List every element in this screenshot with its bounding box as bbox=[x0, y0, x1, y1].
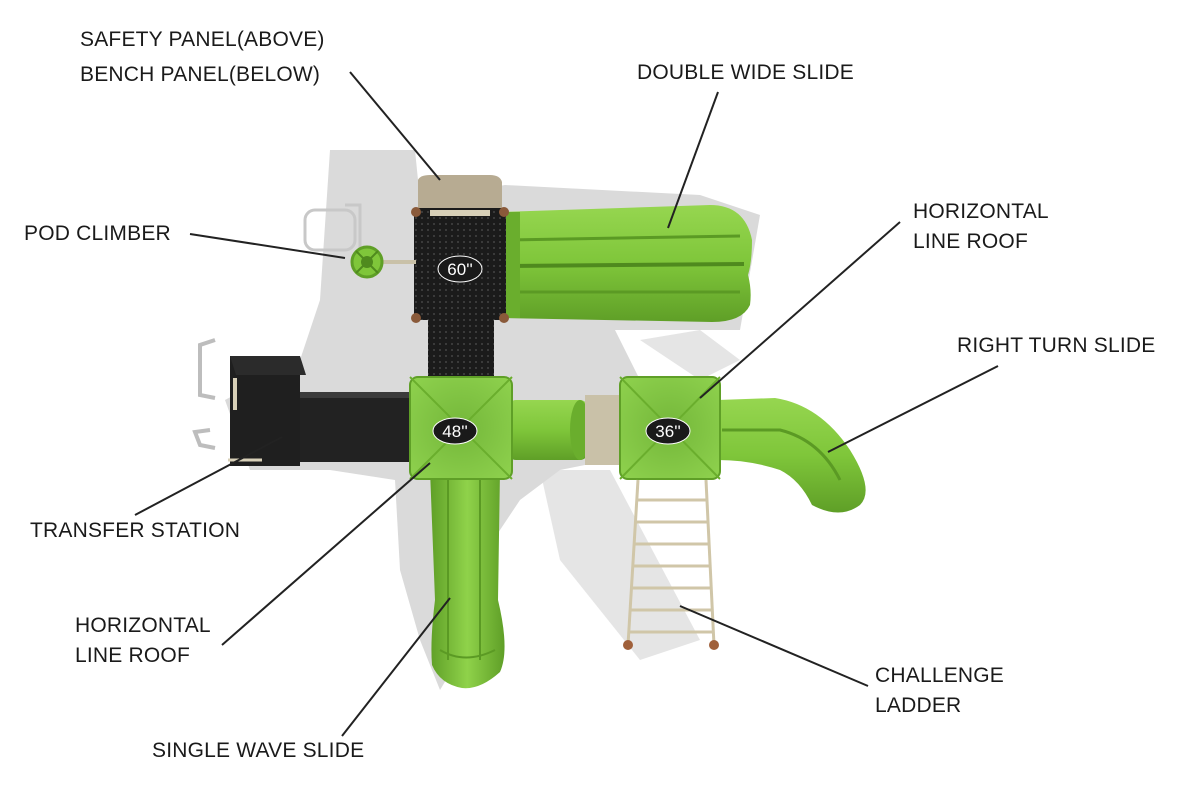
single-wave-slide bbox=[430, 470, 505, 689]
label-horizontal-line-roof-left-1: HORIZONTAL bbox=[75, 614, 211, 637]
label-horizontal-line-roof-right-2: LINE ROOF bbox=[913, 230, 1028, 253]
roof-48: 48'' bbox=[409, 376, 513, 480]
deck-60-height: 60'' bbox=[447, 260, 472, 279]
ladder-anchors bbox=[623, 640, 719, 650]
label-safety-panel: SAFETY PANEL(ABOVE) bbox=[80, 28, 325, 51]
label-challenge-ladder-2: LADDER bbox=[875, 694, 962, 717]
tunnel-connector bbox=[508, 395, 625, 465]
deck-60: 60'' bbox=[411, 175, 509, 380]
transfer-station-rails bbox=[192, 338, 216, 450]
right-turn-slide bbox=[718, 398, 866, 513]
label-bench-panel: BENCH PANEL(BELOW) bbox=[80, 63, 321, 86]
label-right-turn-slide: RIGHT TURN SLIDE bbox=[957, 334, 1156, 357]
pod-climber-shadow bbox=[303, 203, 362, 260]
label-horizontal-line-roof-right-1: HORIZONTAL bbox=[913, 200, 1049, 223]
double-wide-slide bbox=[500, 205, 752, 322]
label-challenge-ladder-1: CHALLENGE bbox=[875, 664, 1005, 687]
leader-lines bbox=[134, 71, 999, 737]
transfer-station bbox=[228, 356, 415, 466]
deck-48-height: 48'' bbox=[442, 422, 467, 441]
label-single-wave-slide: SINGLE WAVE SLIDE bbox=[152, 739, 365, 762]
challenge-ladder bbox=[626, 479, 716, 646]
label-transfer-station: TRANSFER STATION bbox=[30, 519, 241, 542]
label-double-wide-slide: DOUBLE WIDE SLIDE bbox=[637, 61, 854, 84]
pod-climber bbox=[350, 245, 416, 279]
deck-36-height: 36'' bbox=[655, 422, 680, 441]
label-horizontal-line-roof-left-2: LINE ROOF bbox=[75, 644, 190, 667]
label-pod-climber: POD CLIMBER bbox=[24, 222, 171, 245]
